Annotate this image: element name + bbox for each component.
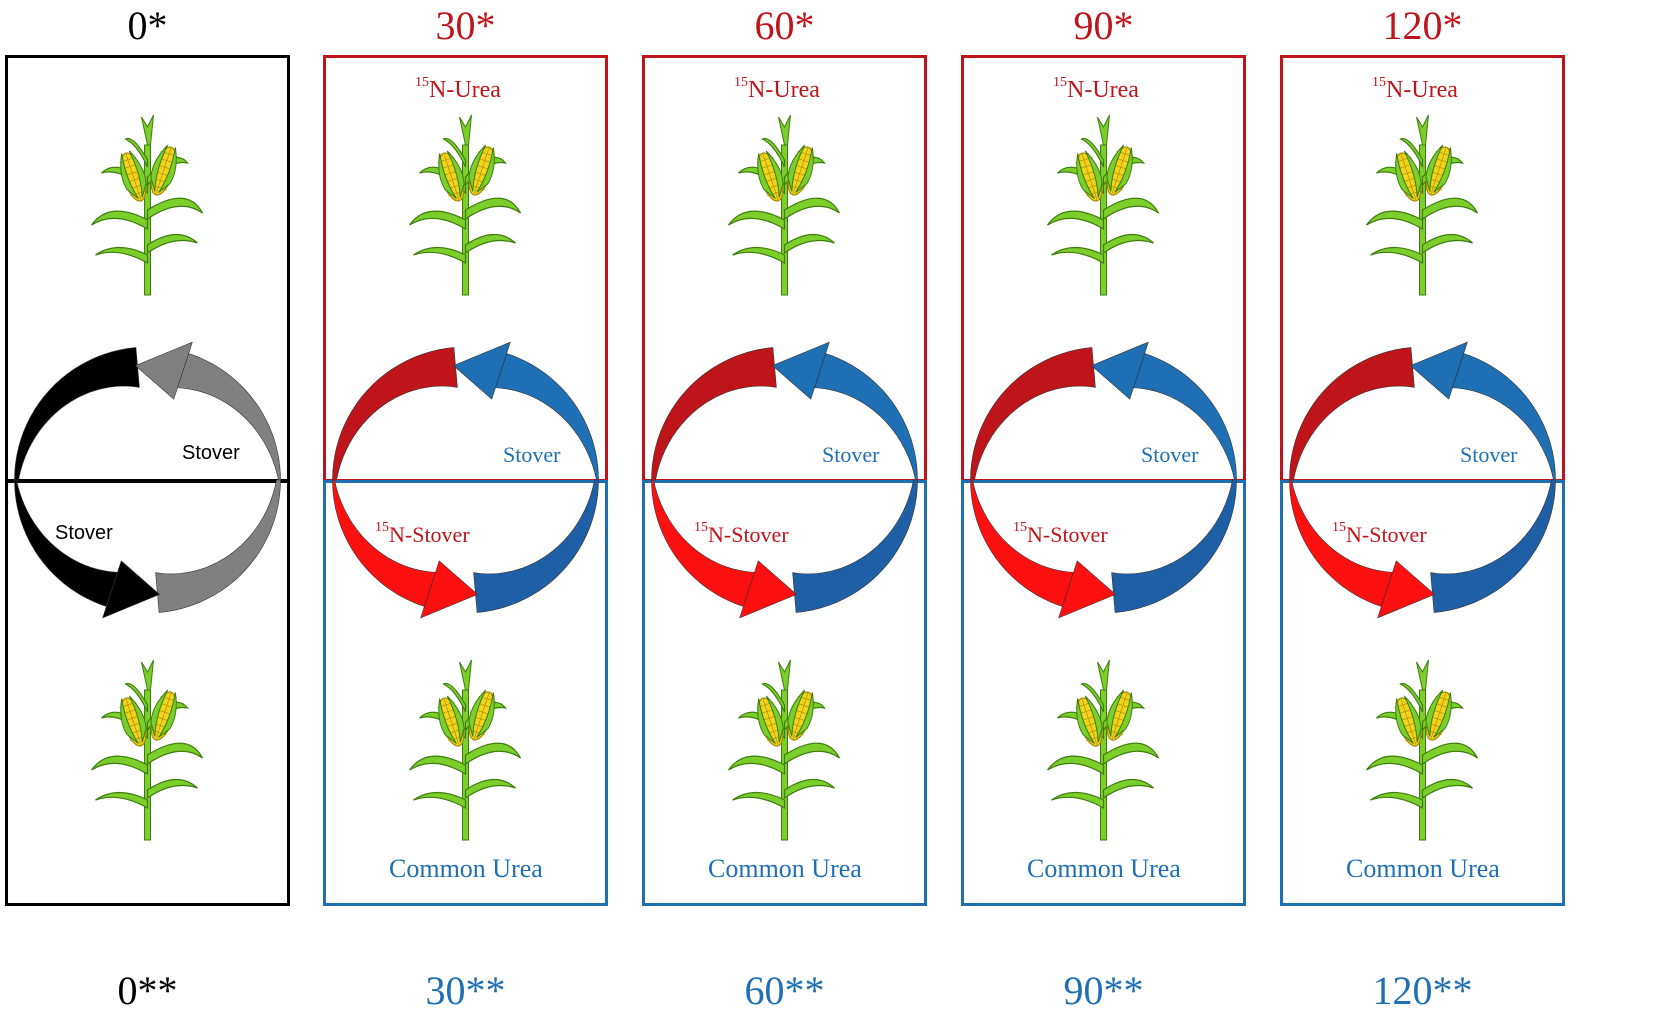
upper-fertilizer-label: 15N-Urea bbox=[415, 75, 501, 104]
upper-left-arrow bbox=[332, 347, 458, 481]
cycle-graphic bbox=[332, 114, 599, 841]
upper-arrow-head bbox=[1409, 341, 1468, 400]
isotope-superscript: 15 bbox=[694, 520, 708, 535]
treatment-label-bottom: 120** bbox=[1372, 968, 1473, 1013]
upper-fertilizer-text: N-Urea bbox=[1067, 77, 1139, 103]
lower-arrow-head bbox=[1058, 560, 1117, 619]
upper-left-arrow bbox=[1289, 347, 1415, 481]
stover-label-upper: Stover bbox=[182, 442, 240, 465]
upper-fertilizer-text: N-Urea bbox=[429, 77, 501, 103]
cycle-graphic bbox=[970, 114, 1237, 841]
lower-plot-box bbox=[961, 480, 1246, 906]
stover-label-upper: Stover bbox=[1141, 442, 1198, 468]
upper-left-arrow bbox=[651, 347, 777, 481]
stover-lower-text: N-Stover bbox=[1027, 522, 1108, 547]
treatment-label-top: 0* bbox=[127, 3, 168, 48]
lower-fertilizer-label: Common Urea bbox=[1027, 854, 1181, 884]
corn-plant-icon bbox=[1366, 114, 1479, 296]
stover-label-upper: Stover bbox=[503, 442, 560, 468]
stover-label-lower: 15N-Stover bbox=[1332, 520, 1427, 548]
lower-fertilizer-text: Common Urea bbox=[1346, 854, 1500, 883]
isotope-superscript: 15 bbox=[415, 75, 429, 90]
treatment-label-bottom: 60** bbox=[744, 968, 825, 1013]
stover-label-lower: Stover bbox=[55, 522, 113, 545]
lower-right-arrow bbox=[155, 479, 281, 613]
upper-arrow-head bbox=[134, 341, 193, 400]
stover-upper-text: Stover bbox=[182, 442, 240, 464]
isotope-superscript: 15 bbox=[1332, 520, 1346, 535]
lower-arrow-head bbox=[420, 560, 479, 619]
treatment-label-top: 30* bbox=[435, 3, 496, 48]
isotope-superscript: 15 bbox=[375, 520, 389, 535]
corn-plant-icon bbox=[728, 659, 841, 841]
isotope-superscript: 15 bbox=[1013, 520, 1027, 535]
cycle-graphic bbox=[1289, 114, 1556, 841]
upper-left-arrow bbox=[970, 347, 1096, 481]
lower-plot-box bbox=[323, 480, 608, 906]
lower-fertilizer-text: Common Urea bbox=[389, 854, 543, 883]
corn-plant-icon bbox=[91, 659, 204, 841]
upper-fertilizer-label: 15N-Urea bbox=[734, 75, 820, 104]
upper-fertilizer-text: N-Urea bbox=[748, 77, 820, 103]
treatment-label-bottom: 90** bbox=[1063, 968, 1144, 1013]
treatment-label-top: 90* bbox=[1073, 3, 1134, 48]
lower-fertilizer-text: Common Urea bbox=[1027, 854, 1181, 883]
upper-fertilizer-label: 15N-Urea bbox=[1372, 75, 1458, 104]
upper-arrow-head bbox=[1090, 341, 1149, 400]
lower-arrow-head bbox=[739, 560, 798, 619]
isotope-superscript: 15 bbox=[734, 75, 748, 90]
lower-fertilizer-label: Common Urea bbox=[1346, 854, 1500, 884]
lower-fertilizer-label: Common Urea bbox=[389, 854, 543, 884]
treatment-label-bottom: 0** bbox=[117, 968, 178, 1013]
corn-plant-icon bbox=[91, 114, 204, 296]
treatment-label-top: 60* bbox=[754, 3, 815, 48]
stover-lower-text: N-Stover bbox=[389, 522, 470, 547]
corn-plant-icon bbox=[409, 659, 522, 841]
corn-plant-icon bbox=[1366, 659, 1479, 841]
lower-right-arrow bbox=[1111, 479, 1237, 613]
lower-plot-box bbox=[1280, 480, 1565, 906]
stover-lower-text: N-Stover bbox=[708, 522, 789, 547]
corn-plant-icon bbox=[1047, 659, 1160, 841]
lower-right-arrow bbox=[1430, 479, 1556, 613]
stover-lower-text: Stover bbox=[55, 522, 113, 544]
cycle-graphic bbox=[651, 114, 918, 841]
stover-upper-text: Stover bbox=[1460, 442, 1518, 467]
treatment-label-top: 120* bbox=[1382, 3, 1463, 48]
stover-label-lower: 15N-Stover bbox=[694, 520, 789, 548]
corn-plant-icon bbox=[409, 114, 522, 296]
upper-arrow-head bbox=[771, 341, 830, 400]
lower-fertilizer-label: Common Urea bbox=[708, 854, 862, 884]
isotope-superscript: 15 bbox=[1372, 75, 1386, 90]
lower-right-arrow bbox=[792, 479, 918, 613]
stover-upper-text: Stover bbox=[822, 442, 880, 467]
stover-upper-text: Stover bbox=[1141, 442, 1199, 467]
stover-label-lower: 15N-Stover bbox=[1013, 520, 1108, 548]
corn-plant-icon bbox=[1047, 114, 1160, 296]
upper-fertilizer-text: N-Urea bbox=[1386, 77, 1458, 103]
stover-label-lower: 15N-Stover bbox=[375, 520, 470, 548]
corn-plant-icon bbox=[728, 114, 841, 296]
treatment-label-bottom: 30** bbox=[425, 968, 506, 1013]
upper-left-arrow bbox=[14, 347, 140, 481]
stover-upper-text: Stover bbox=[503, 442, 561, 467]
lower-fertilizer-text: Common Urea bbox=[708, 854, 862, 883]
lower-right-arrow bbox=[473, 479, 599, 613]
lower-plot-box bbox=[5, 480, 290, 906]
upper-fertilizer-label: 15N-Urea bbox=[1053, 75, 1139, 104]
stover-lower-text: N-Stover bbox=[1346, 522, 1427, 547]
isotope-superscript: 15 bbox=[1053, 75, 1067, 90]
stover-label-upper: Stover bbox=[1460, 442, 1517, 468]
lower-arrow-head bbox=[1377, 560, 1436, 619]
lower-plot-box bbox=[642, 480, 927, 906]
cycle-graphic bbox=[14, 114, 281, 841]
stover-label-upper: Stover bbox=[822, 442, 879, 468]
lower-arrow-head bbox=[102, 560, 161, 619]
upper-arrow-head bbox=[452, 341, 511, 400]
